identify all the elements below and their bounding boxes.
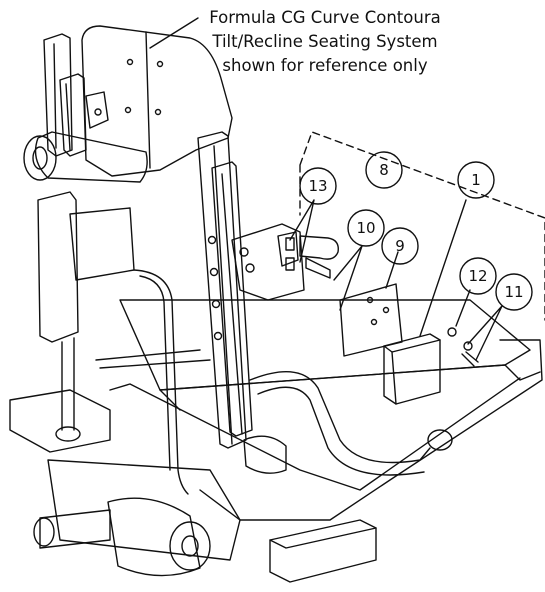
fastener-washer bbox=[463, 341, 473, 351]
rail-bolt bbox=[207, 235, 217, 245]
arm-clamp bbox=[243, 435, 287, 474]
left-rail-bracket bbox=[85, 91, 109, 129]
left-rail-slot bbox=[53, 43, 71, 151]
armrest-tube-inner bbox=[257, 386, 425, 476]
reference-caption: Formula CG Curve Contoura Tilt/Recline S… bbox=[180, 6, 470, 78]
leader-11 bbox=[467, 305, 503, 361]
base-gearbox bbox=[9, 389, 111, 453]
caption-line-1: Formula CG Curve Contoura bbox=[209, 8, 441, 27]
controller-mount-plate bbox=[339, 283, 403, 357]
bracket-spacer bbox=[285, 257, 295, 271]
controller-module-top bbox=[383, 339, 441, 353]
callout-label: 11 bbox=[504, 283, 523, 301]
plate-hole bbox=[366, 296, 374, 304]
caption-leader-line bbox=[149, 17, 199, 49]
tilt-motor-cap bbox=[181, 535, 199, 557]
right-rail-slot bbox=[213, 145, 243, 445]
callout-label: 12 bbox=[468, 267, 487, 285]
rail-bolt bbox=[209, 267, 219, 277]
callout-label: 1 bbox=[471, 171, 481, 189]
seat-pan-edge bbox=[159, 364, 541, 411]
pivot-cylinder bbox=[34, 131, 148, 183]
quick-release-pin bbox=[299, 235, 339, 260]
leader-9 bbox=[385, 251, 399, 289]
tilt-motor-body bbox=[107, 497, 201, 577]
actuator-rod-end bbox=[55, 426, 81, 442]
controller-module-edge bbox=[391, 351, 397, 405]
callout-13: 13 bbox=[299, 167, 337, 205]
actuator-rod bbox=[61, 337, 75, 431]
fastener-screw bbox=[461, 351, 479, 367]
callout-label: 10 bbox=[356, 219, 375, 237]
bracket-bolt bbox=[239, 247, 249, 257]
leader-13 bbox=[289, 199, 315, 263]
recline-cable-inner bbox=[139, 275, 171, 471]
armrest-tube bbox=[249, 371, 431, 464]
pivot-cylinder-cap bbox=[32, 146, 48, 170]
base-front-frame bbox=[47, 459, 241, 561]
plate-hole bbox=[370, 318, 378, 326]
bracket-spacer bbox=[285, 237, 295, 251]
callout-10: 10 bbox=[347, 209, 385, 247]
left-rail-inner bbox=[59, 73, 87, 157]
bracket-bolt bbox=[245, 263, 255, 273]
actuator-body bbox=[37, 191, 79, 343]
seat-frame-lower-rail bbox=[109, 377, 521, 491]
callout-8: 8 bbox=[365, 151, 403, 189]
recline-bracket-plate bbox=[231, 223, 305, 301]
backrest-seam bbox=[145, 31, 151, 169]
callout-11: 11 bbox=[495, 273, 533, 311]
tilt-controller-module bbox=[383, 333, 441, 405]
seat-frame-cross bbox=[95, 349, 211, 369]
plate-hole bbox=[382, 306, 390, 314]
leader-12 bbox=[455, 289, 471, 327]
callout-label: 8 bbox=[379, 161, 389, 179]
callout-1: 1 bbox=[457, 161, 495, 199]
left-rail-outer bbox=[43, 33, 73, 157]
bracket-bolt bbox=[94, 108, 102, 116]
caption-line-2: Tilt/Recline Seating System bbox=[212, 32, 438, 51]
arm-clamp-collar bbox=[427, 429, 453, 451]
actuator-housing bbox=[69, 207, 135, 281]
motor-shaft bbox=[39, 509, 111, 549]
backrest-hole bbox=[124, 106, 132, 114]
pivot-cylinder-end bbox=[23, 135, 57, 181]
backrest-hole bbox=[156, 60, 164, 68]
callout-label: 13 bbox=[308, 177, 327, 195]
caption-line-3: shown for reference only bbox=[222, 56, 428, 75]
backrest-panel bbox=[81, 25, 233, 177]
release-lever bbox=[305, 257, 331, 279]
leader-10 bbox=[333, 245, 363, 311]
rail-bolt bbox=[213, 331, 223, 341]
bracket-pin bbox=[277, 231, 299, 267]
backrest-hole bbox=[154, 108, 162, 116]
seat-pan bbox=[119, 299, 531, 391]
tilt-motor-end bbox=[169, 521, 211, 571]
right-rail-inner bbox=[211, 161, 253, 437]
callout-label: 9 bbox=[395, 237, 405, 255]
rear-electronics-box bbox=[269, 519, 377, 583]
callout-9: 9 bbox=[381, 227, 419, 265]
fastener-washer bbox=[447, 327, 457, 337]
backrest-hole bbox=[126, 58, 134, 66]
callout-12: 12 bbox=[459, 257, 497, 295]
right-rail-outer bbox=[197, 131, 247, 449]
motor-shaft-end bbox=[33, 517, 55, 547]
recline-cable bbox=[133, 269, 189, 495]
leader-1 bbox=[419, 199, 467, 337]
rear-box-top bbox=[269, 527, 377, 549]
rail-bolt bbox=[211, 299, 221, 309]
